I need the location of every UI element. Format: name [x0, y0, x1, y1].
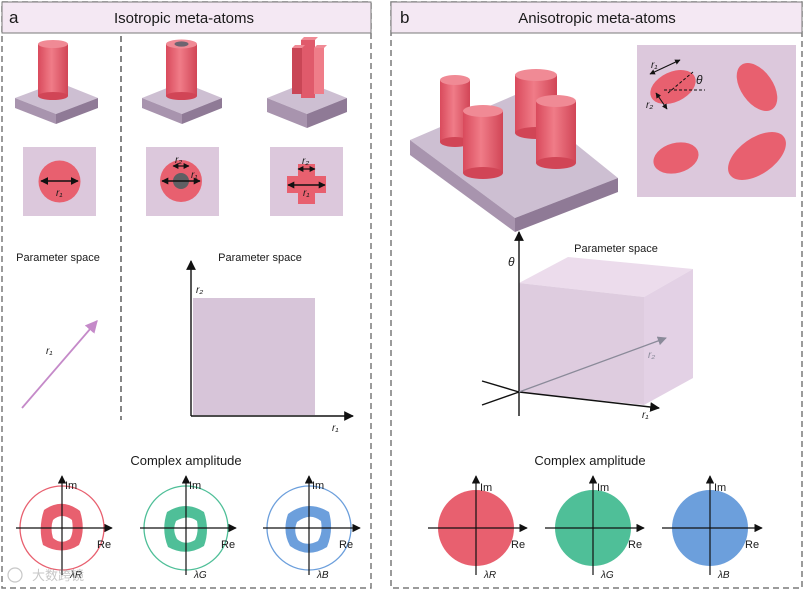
complex-amplitude-a-title: Complex amplitude [130, 453, 241, 468]
im-label-b-1: Im [480, 482, 492, 494]
panel-a: a Isotropic meta-atoms [1, 1, 372, 589]
re-label-b-2: Re [628, 539, 642, 551]
anisotropic-top-view: r₁ r₂ θ [637, 45, 796, 197]
complex-plane-green-b: Im Re λG [545, 475, 645, 581]
top-view-b-theta: θ [696, 73, 703, 87]
panel-b-header [390, 1, 803, 34]
meta-atom-cross [267, 37, 347, 128]
axis-theta-label: θ [508, 255, 515, 269]
re-label-a-2: Re [221, 539, 235, 551]
param-space-2d-r2: r₂ [196, 285, 203, 296]
im-label-a-1: Im [65, 480, 77, 492]
param-space-3d-label: Parameter space [574, 243, 658, 255]
top-view-b-r1: r₁ [651, 60, 657, 71]
top-view-3-r1: r₁ [303, 188, 309, 199]
param-space-1d-r1: r₁ [46, 346, 52, 357]
re-label-a-3: Re [339, 539, 353, 551]
param-space-2d-region [193, 298, 315, 415]
panel-b-letter: b [400, 8, 409, 27]
complex-plane-blue-a: Im Re λB [263, 475, 361, 581]
panel-a-title: Isotropic meta-atoms [114, 10, 254, 27]
axis-r1-label: r₁ [642, 410, 648, 421]
wavelength-a-blue: λB [316, 570, 329, 581]
anisotropic-meta-atom-array [410, 69, 618, 232]
watermark-icon [7, 567, 23, 583]
param-space-3d: θ r₁ r₂ [481, 231, 693, 421]
top-view-2-r2: r₂ [175, 155, 182, 166]
panel-b-title: Anisotropic meta-atoms [518, 10, 676, 27]
top-view-cylinder: r₁ [23, 147, 96, 216]
param-space-1d-axis [21, 320, 98, 409]
complex-plane-blue-b: Im Re λB [662, 475, 763, 581]
complex-amplitude-b-title: Complex amplitude [534, 453, 645, 468]
wavelength-b-red: λR [483, 570, 496, 581]
panel-a-header [1, 1, 372, 34]
im-label-a-3: Im [312, 480, 324, 492]
watermark: 大数跨镜 [7, 567, 84, 584]
top-view-2-r1: r₁ [191, 170, 197, 181]
top-view-3-r2: r₂ [302, 156, 309, 167]
wavelength-b-green: λG [600, 570, 614, 581]
meta-atom-cylinder [15, 40, 98, 124]
panel-b: b Anisotropic meta-atoms [390, 1, 803, 589]
axis-r2 [518, 336, 667, 393]
re-label-b-3: Re [745, 539, 759, 551]
wavelength-b-blue: λB [717, 570, 730, 581]
im-label-b-3: Im [714, 482, 726, 494]
param-space-2d-label: Parameter space [218, 252, 302, 264]
axis-r2-label: r₂ [648, 350, 655, 361]
im-label-b-2: Im [597, 482, 609, 494]
wavelength-a-green: λG [193, 570, 207, 581]
top-view-cross: r₂ r₁ [270, 147, 343, 216]
re-label-b-1: Re [511, 539, 525, 551]
axis-r1 [518, 391, 660, 412]
complex-plane-red-a: Im Re λR [16, 475, 113, 581]
meta-atom-hollow-cylinder [142, 39, 222, 124]
complex-plane-red-b: Im Re λR [428, 475, 528, 581]
top-view-hollow: r₂ r₁ [146, 147, 219, 216]
param-space-2d-r1: r₁ [332, 423, 338, 434]
watermark-text: 大数跨镜 [32, 569, 84, 584]
top-view-1-r1: r₁ [56, 188, 62, 199]
re-label-a-1: Re [97, 539, 111, 551]
param-space-1d-label: Parameter space [16, 252, 100, 264]
im-label-a-2: Im [189, 480, 201, 492]
top-view-b-r2: r₂ [646, 100, 653, 111]
complex-plane-green-a: Im Re λG [140, 475, 237, 581]
panel-a-letter: a [9, 8, 19, 27]
wavelength-a-red: λR [69, 570, 82, 581]
